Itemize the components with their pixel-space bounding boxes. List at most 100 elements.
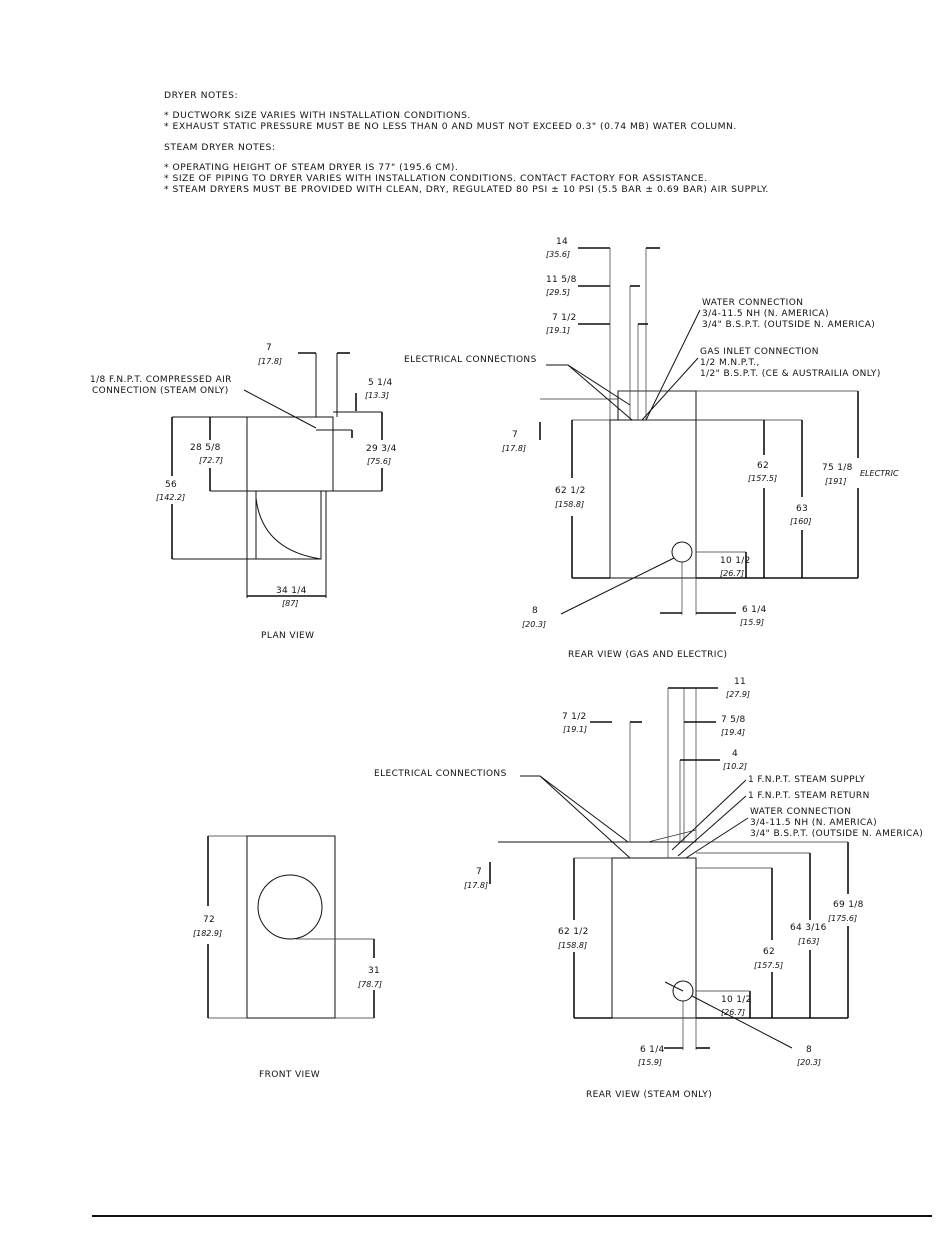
gas-exhaust-circle (671, 541, 693, 563)
steam-electrical-leader-1 (539, 775, 629, 843)
gas-dim-7: 7 (512, 430, 518, 440)
gas-body-outline (609, 419, 697, 579)
steam-dim-6-14: 6 1/4 (640, 1045, 665, 1055)
front-dim-72: 72 (203, 915, 215, 925)
steam-dim-62-12-metric: [158.8] (558, 941, 587, 950)
plan-view: 7 [17.8] 5 1/4 [13.3] 1/8 F.N.P.T. COMPR… (90, 343, 397, 641)
gas-dim-14: 14 (556, 237, 568, 247)
dryer-note-1: * DUCTWORK SIZE VARIES WITH INSTALLATION… (164, 110, 471, 121)
plan-door-swing-box (255, 491, 322, 560)
plan-dim-34-14: 34 1/4 (276, 586, 307, 596)
plan-dim-7-metric: [17.8] (258, 357, 282, 366)
steam-dim-7-58: 7 5/8 (721, 715, 746, 725)
steam-dim-64-316-metric: [163] (798, 937, 820, 946)
steam-water-label-3: 3/4" B.S.P.T. (OUTSIDE N. AMERICA) (750, 829, 923, 839)
rear-gas-title: REAR VIEW (GAS AND ELECTRIC) (568, 650, 727, 660)
rear-view-steam: 11 [27.9] 7 1/2 [19.1] 7 5/8 [19.4] 4 [1… (374, 677, 923, 1100)
gas-dim-62-metric: [157.5] (748, 474, 777, 483)
dryer-notes-header: DRYER NOTES: (164, 90, 239, 101)
plan-dim-29-34: 29 3/4 (366, 444, 397, 454)
plan-view-title: PLAN VIEW (261, 631, 314, 641)
gas-dim-8-metric: [20.3] (522, 620, 546, 629)
gas-dim-11-58-metric: [29.5] (546, 288, 570, 297)
steam-note-3: * STEAM DRYERS MUST BE PROVIDED WITH CLE… (164, 184, 769, 195)
steam-electrical-leader-2 (539, 775, 631, 859)
steam-exhaust-tick (664, 981, 684, 992)
steam-return-leader (677, 795, 747, 857)
front-body-outline (246, 835, 336, 1019)
steam-dim-8-leader (691, 995, 793, 1049)
plan-body-outline (246, 416, 334, 492)
steam-dim-7-metric: [17.8] (464, 881, 488, 890)
gas-dim-62: 62 (757, 461, 769, 471)
steam-notes-header: STEAM DRYER NOTES: (164, 142, 276, 153)
gas-dim-6-14-metric: [15.9] (740, 618, 764, 627)
steam-note-1: * OPERATING HEIGHT OF STEAM DRYER IS 77"… (164, 162, 459, 173)
front-dim-72-metric: [182.9] (193, 929, 222, 938)
steam-dim-7-12-metric: [19.1] (563, 725, 587, 734)
gas-dim-8: 8 (532, 606, 538, 616)
gas-inlet-label-3: 1/2" B.S.P.T. (CE & AUSTRAILIA ONLY) (700, 369, 881, 379)
dryer-note-2: * EXHAUST STATIC PRESSURE MUST BE NO LES… (164, 121, 737, 132)
steam-dim-6-14-metric: [15.9] (638, 1058, 662, 1067)
steam-dim-69-18: 69 1/8 (833, 900, 864, 910)
plan-dim-34-14-metric: [87] (282, 599, 298, 608)
gas-dim-8-leader (560, 557, 675, 615)
gas-electrical-leader-1 (567, 364, 631, 406)
gas-dim-63: 63 (796, 504, 808, 514)
plan-dim-29-34-metric: [75.6] (367, 457, 391, 466)
steam-dim-4: 4 (732, 749, 738, 759)
gas-electric-label: ELECTRIC (860, 469, 899, 478)
steam-dim-69-18-metric: [175.6] (828, 914, 857, 923)
steam-water-label-2: 3/4-11.5 NH (N. AMERICA) (750, 818, 877, 828)
steam-dim-64-316: 64 3/16 (790, 923, 827, 933)
steam-dim-7-12: 7 1/2 (562, 712, 587, 722)
front-view-title: FRONT VIEW (259, 1070, 320, 1080)
plan-dim-7: 7 (266, 343, 272, 353)
plan-dim-5-14: 5 1/4 (368, 378, 393, 388)
plan-door-swing-arc (255, 497, 322, 560)
compressed-air-leader (243, 389, 317, 429)
plan-dim-28-58: 28 5/8 (190, 443, 221, 453)
gas-water-label-3: 3/4" B.S.P.T. (OUTSIDE N. AMERICA) (702, 320, 875, 330)
gas-inlet-leader (641, 357, 699, 421)
rear-steam-title: REAR VIEW (STEAM ONLY) (586, 1090, 712, 1100)
gas-dim-14-metric: [35.6] (546, 250, 570, 259)
front-dim-31: 31 (368, 966, 380, 976)
steam-dim-62-12: 62 1/2 (558, 927, 589, 937)
steam-supply-leader (671, 779, 747, 851)
steam-dim-62-metric: [157.5] (754, 961, 783, 970)
front-dim-31-metric: [78.7] (358, 980, 382, 989)
gas-inlet-label-1: GAS INLET CONNECTION (700, 347, 819, 357)
compressed-air-label-1: 1/8 F.N.P.T. COMPRESSED AIR (90, 375, 232, 385)
notes-block: DRYER NOTES: * DUCTWORK SIZE VARIES WITH… (164, 90, 769, 205)
steam-electrical-label: ELECTRICAL CONNECTIONS (374, 769, 507, 779)
steam-water-label-1: WATER CONNECTION (750, 807, 851, 817)
steam-dim-4-metric: [10.2] (723, 762, 747, 771)
steam-dim-11-metric: [27.9] (726, 690, 750, 699)
steam-dim-7-58-metric: [19.4] (721, 728, 745, 737)
gas-dim-10-12-metric: [26.7] (720, 569, 744, 578)
steam-dim-62: 62 (763, 947, 775, 957)
gas-dim-11-58: 11 5/8 (546, 275, 577, 285)
steam-supply-label: 1 F.N.P.T. STEAM SUPPLY (748, 775, 865, 785)
steam-dim-7: 7 (476, 867, 482, 877)
steam-dim-8-metric: [20.3] (797, 1058, 821, 1067)
gas-dim-7-metric: [17.8] (502, 444, 526, 453)
footer-rule (92, 1215, 932, 1217)
rear-view-gas: 14 [35.6] 11 5/8 [29.5] 7 1/2 [19.1] ELE… (404, 237, 899, 660)
gas-dim-75-18: 75 1/8 (822, 463, 853, 473)
steam-dim-10-12: 10 1/2 (721, 995, 752, 1005)
gas-dim-6-14: 6 1/4 (742, 605, 767, 615)
gas-dim-62-12-metric: [158.8] (555, 500, 584, 509)
steam-dim-8: 8 (806, 1045, 812, 1055)
gas-inlet-label-2: 1/2 M.N.P.T., (700, 358, 760, 368)
gas-dim-10-12: 10 1/2 (720, 556, 751, 566)
steam-dim-11: 11 (734, 677, 746, 687)
gas-electrical-leader-2 (567, 364, 633, 421)
plan-dim-28-58-metric: [72.7] (199, 456, 223, 465)
steam-return-label: 1 F.N.P.T. STEAM RETURN (748, 791, 870, 801)
steam-body-outline (611, 857, 697, 1019)
gas-electrical-label: ELECTRICAL CONNECTIONS (404, 355, 537, 365)
